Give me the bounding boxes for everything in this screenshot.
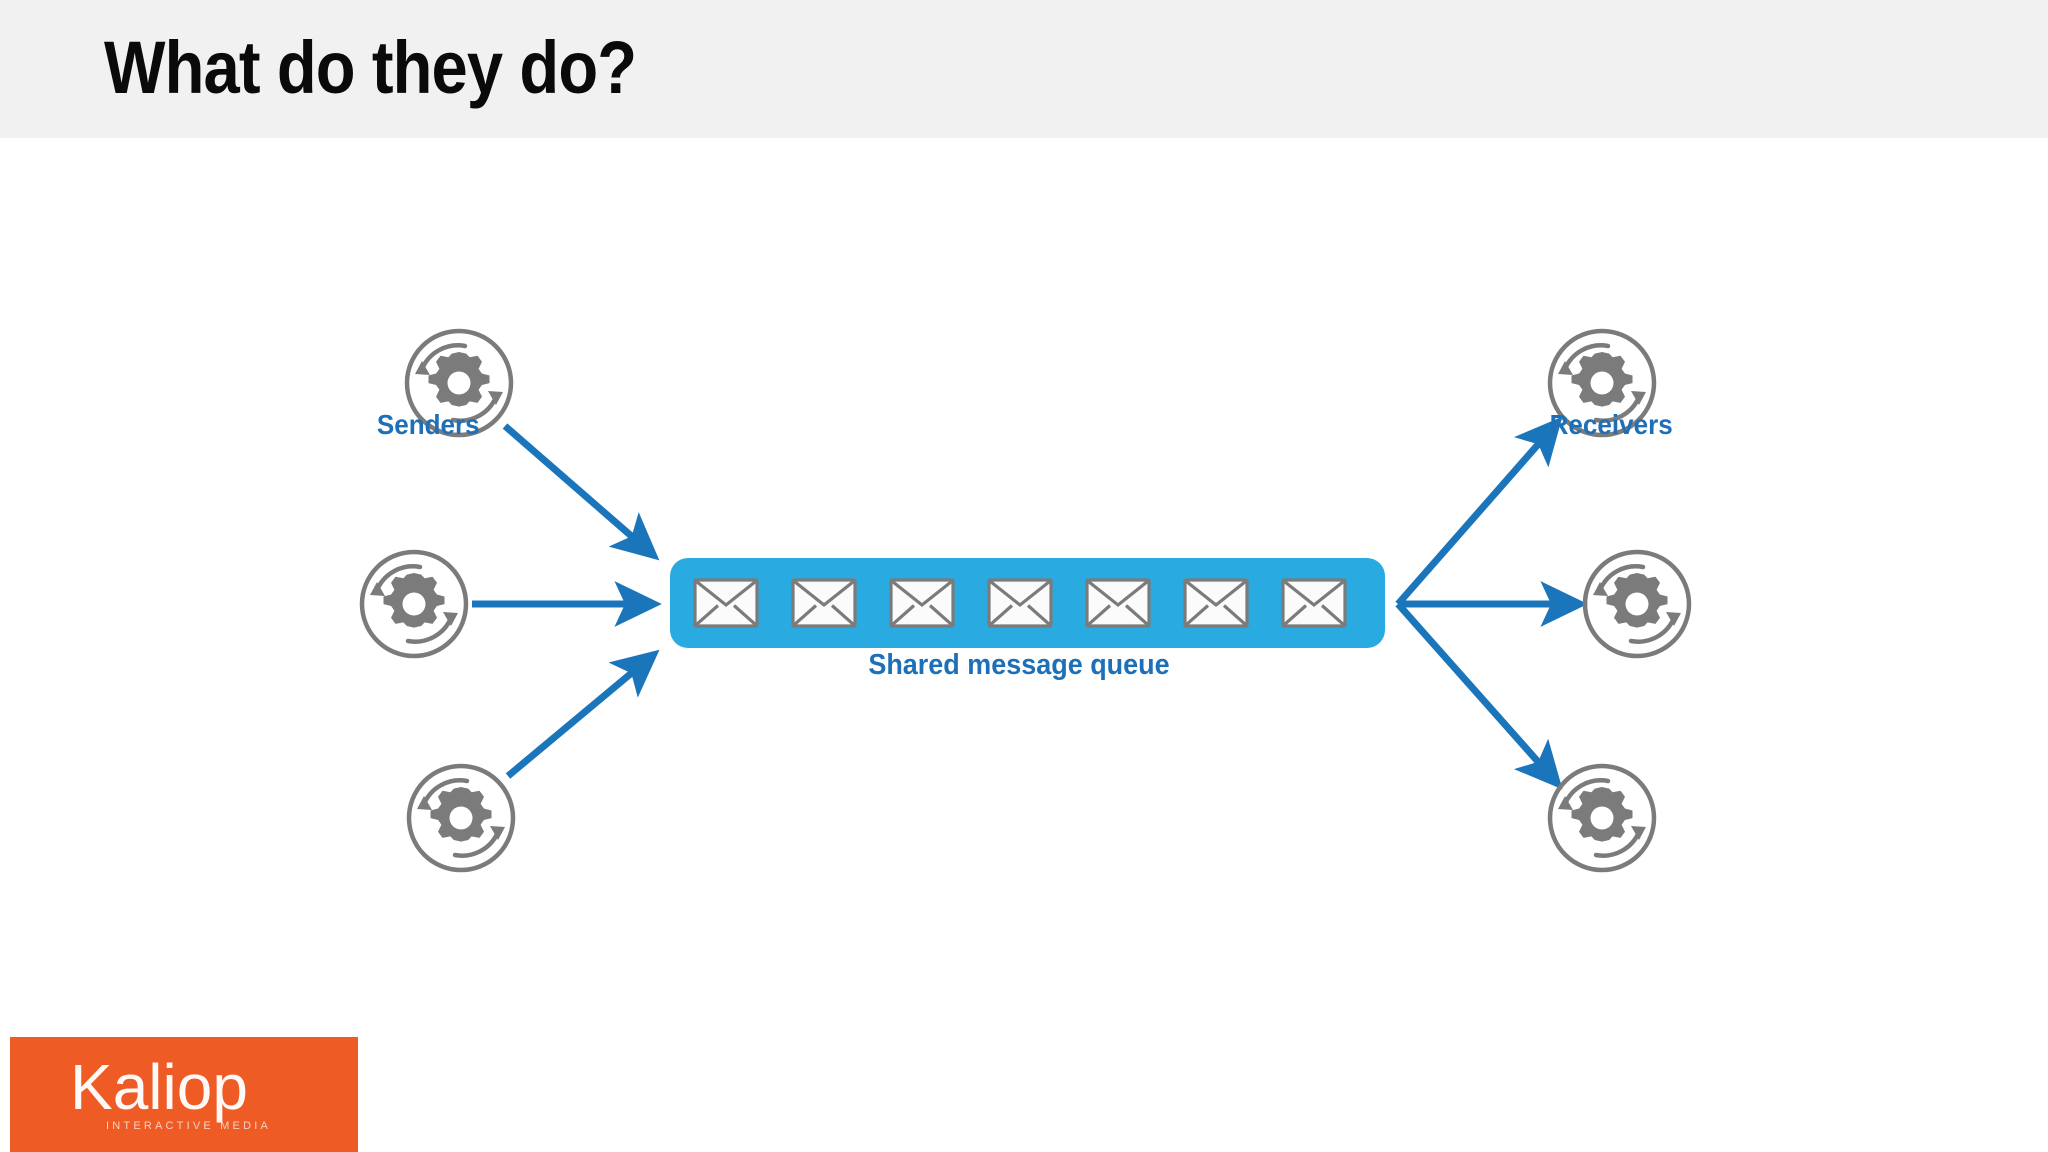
queue-messages <box>693 578 1347 628</box>
kaliop-logo[interactable]: Kaliop INTERACTIVE MEDIA <box>10 1037 358 1152</box>
sender-arrows <box>472 423 662 779</box>
envelope-icon <box>1183 578 1249 628</box>
page-title: What do they do? <box>104 26 637 109</box>
kaliop-wordmark: Kaliop <box>70 1051 248 1123</box>
receiver-arrows <box>1395 416 1588 790</box>
envelope-icon <box>693 578 759 628</box>
sender-gear-icon-2[interactable] <box>362 552 466 656</box>
arrow-queue-to-receiver-3 <box>1395 601 1563 790</box>
envelope-icon <box>889 578 955 628</box>
arrow-sender-3-to-queue <box>505 649 660 779</box>
envelope-icon <box>791 578 857 628</box>
shared-message-queue-label: Shared message queue <box>868 649 1170 681</box>
receiver-gear-icon-2[interactable] <box>1585 552 1689 656</box>
senders-label: Senders <box>376 409 480 440</box>
arrow-sender-1-to-queue <box>502 423 660 561</box>
envelope-icon <box>1085 578 1151 628</box>
shared-message-queue[interactable] <box>670 558 1385 648</box>
envelope-icon <box>987 578 1053 628</box>
arrow-queue-to-receiver-1 <box>1395 416 1563 607</box>
kaliop-tagline: INTERACTIVE MEDIA <box>106 1120 272 1132</box>
diagram-canvas <box>0 138 2048 1038</box>
receivers-label: Receivers <box>1549 409 1673 440</box>
slide-header-band <box>0 0 2048 138</box>
sender-gear-icon-3[interactable] <box>409 766 513 870</box>
message-queue-diagram: Senders Receivers Shared message queue <box>0 138 2048 1038</box>
receiver-gear-icon-3[interactable] <box>1550 766 1654 870</box>
envelope-icon <box>1281 578 1347 628</box>
